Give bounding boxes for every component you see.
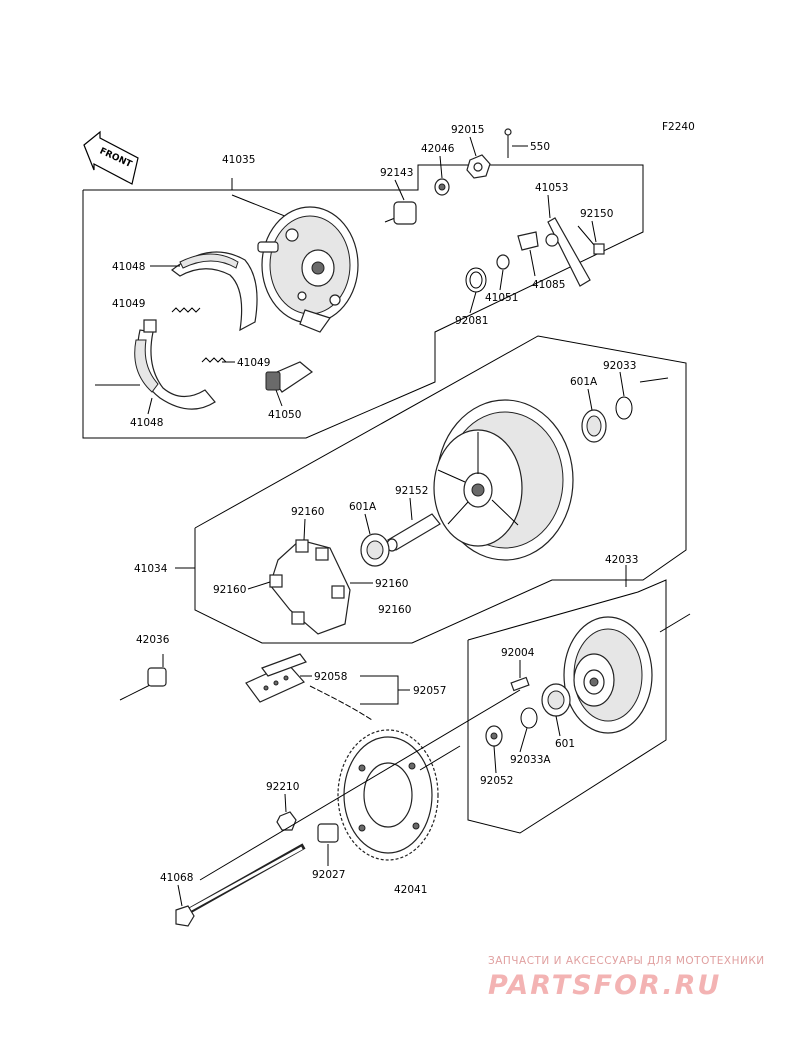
cotter-pin-part xyxy=(504,128,512,158)
callout-label: 92033A xyxy=(510,754,551,766)
callout-label: 92058 xyxy=(314,671,347,683)
callout-label: 92143 xyxy=(380,167,413,179)
return-spring-part xyxy=(465,267,487,293)
callout-label: 92052 xyxy=(480,775,513,787)
callout-label: 92081 xyxy=(455,315,488,327)
bearing-lower-part xyxy=(360,533,390,567)
spacer-part xyxy=(386,513,441,552)
washer-part xyxy=(434,178,450,196)
sprocket-group-outline xyxy=(467,579,667,834)
bolt-part xyxy=(577,225,605,255)
bearing-upper-part xyxy=(581,409,607,443)
brake-group-outline xyxy=(82,164,644,439)
callout-label: 92160 xyxy=(375,578,408,590)
watermark-logo: PARTSFOR.RU xyxy=(488,970,721,1001)
callout-label: 92210 xyxy=(266,781,299,793)
circlip-lower-part xyxy=(520,707,538,729)
rear-axle-part xyxy=(175,843,306,927)
callout-label: 41068 xyxy=(160,872,193,884)
callout-label: 92015 xyxy=(451,124,484,136)
callout-label: 41034 xyxy=(134,563,168,575)
callout-label: 42033 xyxy=(605,554,638,566)
wheel-hub-part xyxy=(433,399,574,561)
brake-shoe-upper-part xyxy=(171,251,258,332)
sprocket-coupling-part xyxy=(563,616,653,734)
watermark-caption: ЗАПЧАСТИ И АКСЕССУАРЫ ДЛЯ МОТОТЕХНИКИ xyxy=(488,955,765,967)
figure-code: F2240 xyxy=(662,121,695,133)
nut-part xyxy=(466,154,491,179)
seal-part xyxy=(496,254,510,270)
brake-panel-part xyxy=(257,206,359,333)
drive-chain-part xyxy=(309,685,373,721)
callout-label: 41048 xyxy=(130,417,163,429)
front-arrow-icon: FRONT xyxy=(83,130,139,185)
brake-lever-part xyxy=(517,217,591,287)
callout-label: 42046 xyxy=(421,143,455,155)
callout-label: 92027 xyxy=(312,869,345,881)
brake-shoe-lower-part xyxy=(134,319,216,410)
callout-label: 550 xyxy=(530,141,550,153)
sprocket-nut-part xyxy=(276,811,297,831)
spacer-collar-part xyxy=(147,667,167,687)
rear-sprocket-part xyxy=(337,729,439,861)
circlip-upper-part xyxy=(615,396,633,420)
callout-label: 41049 xyxy=(112,298,145,310)
callout-label: 41085 xyxy=(532,279,565,291)
callout-label: 601A xyxy=(349,501,377,513)
callout-label: 601A xyxy=(570,376,598,388)
sleeve-part xyxy=(393,201,417,225)
callout-label: 41035 xyxy=(222,154,255,166)
spring-upper-part xyxy=(171,307,201,313)
bearing-coupling-part xyxy=(541,683,571,717)
callout-label: 92160 xyxy=(291,506,324,518)
stud-part xyxy=(510,676,530,692)
master-link-part xyxy=(245,653,307,703)
hub-group-outline xyxy=(194,335,687,644)
callout-label: 601 xyxy=(555,738,575,750)
callout-label: 41048 xyxy=(112,261,145,273)
brake-cam-part xyxy=(265,361,314,393)
callout-label: 92152 xyxy=(395,485,428,497)
callout-label: 92057 xyxy=(413,685,446,697)
callout-label: 42041 xyxy=(394,884,427,896)
callout-label: 41051 xyxy=(485,292,518,304)
callout-label: 41053 xyxy=(535,182,568,194)
callout-label: 92004 xyxy=(501,647,535,659)
collar-part xyxy=(485,725,503,747)
callout-label: 92160 xyxy=(213,584,246,596)
callout-label: 41049 xyxy=(237,357,270,369)
spring-lower-part xyxy=(201,357,227,363)
callout-label: 92150 xyxy=(580,208,613,220)
callout-label: 42036 xyxy=(136,634,170,646)
callout-label: 92160 xyxy=(378,604,411,616)
damper-part xyxy=(269,539,351,635)
axle-collar-part xyxy=(317,823,339,843)
callout-label: 41050 xyxy=(268,409,301,421)
callout-label: 92033 xyxy=(603,360,636,372)
